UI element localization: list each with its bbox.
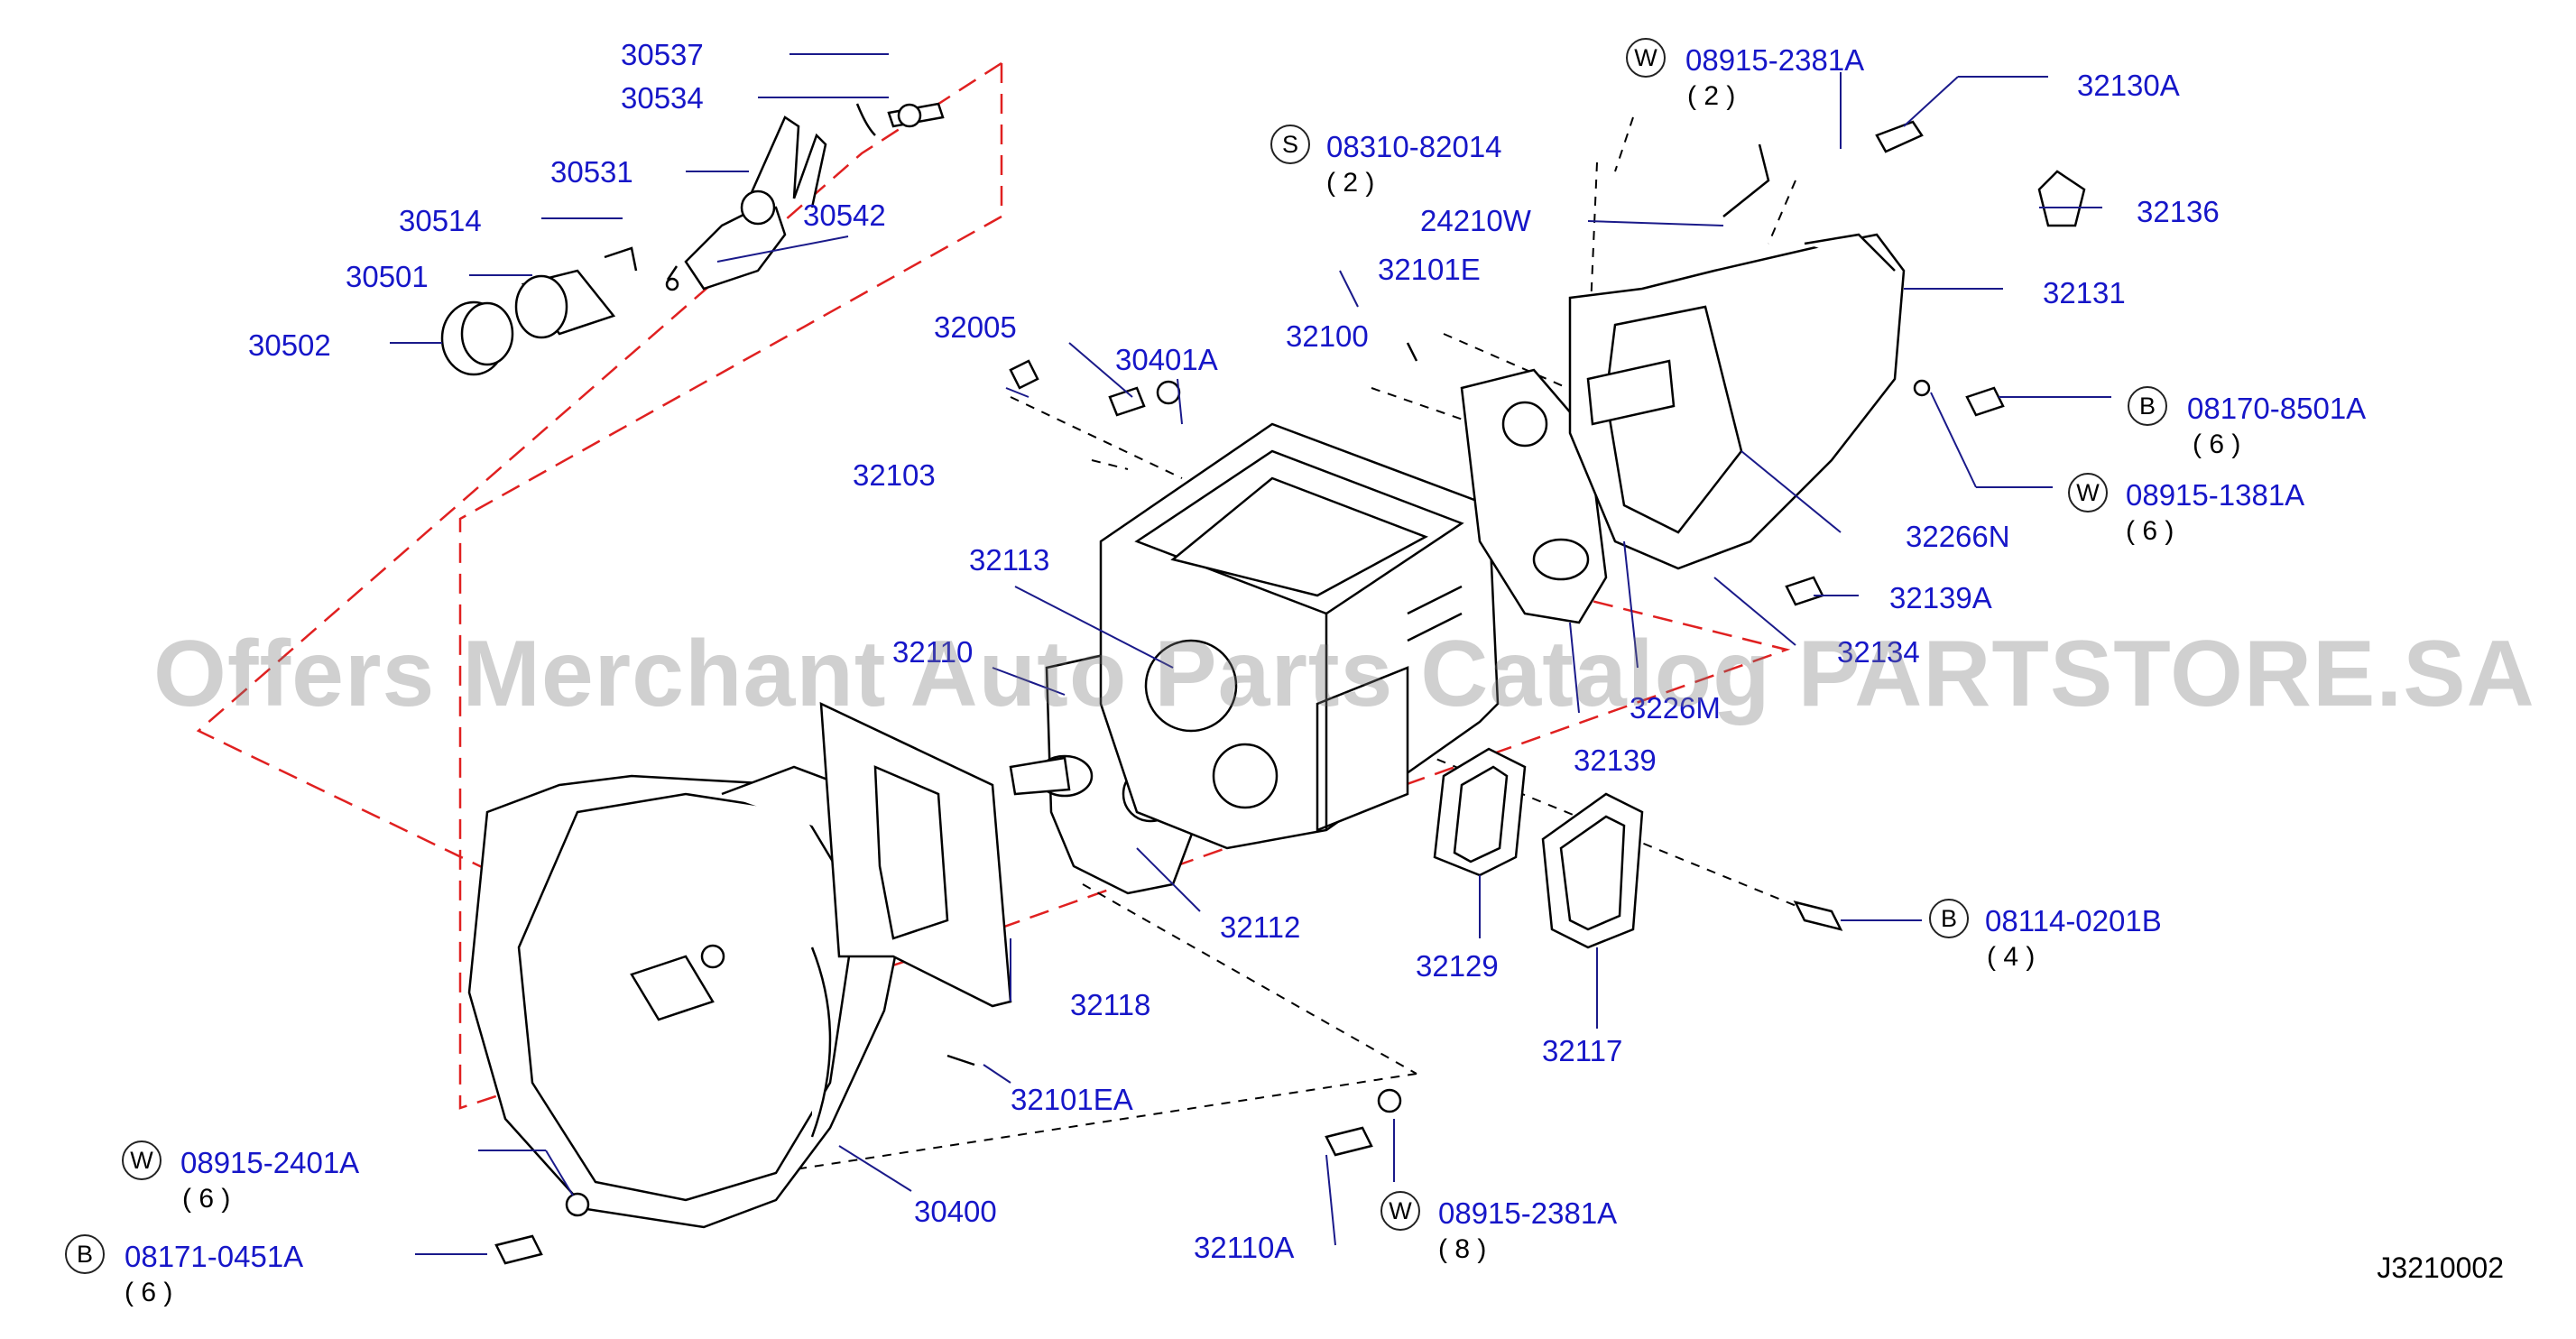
fastener-badge-w4: W xyxy=(1380,1191,1420,1231)
fastener-badge-w2: W xyxy=(2068,473,2108,513)
fastener-number-w2: 08915-1381A xyxy=(2126,478,2305,512)
fastener-number-b1: 08170-8501A xyxy=(2187,392,2367,425)
clutch-release-parts xyxy=(440,102,945,376)
label-32100: 32100 xyxy=(1286,319,1369,353)
label-32129: 32129 xyxy=(1416,949,1499,983)
adapter-plate xyxy=(819,701,1012,1067)
label-32136: 32136 xyxy=(2137,195,2220,228)
diagram-code: J3210002 xyxy=(2377,1251,2504,1284)
fastener-qty-b1: ( 6 ) xyxy=(2193,429,2241,459)
fastener-qty-b3: ( 6 ) xyxy=(125,1278,173,1307)
fastener-qty-s1: ( 2 ) xyxy=(1326,168,1375,198)
label-30514: 30514 xyxy=(399,204,482,237)
label-30537: 30537 xyxy=(621,38,704,71)
label-32101ea: 32101EA xyxy=(1011,1083,1133,1116)
bottom-covers xyxy=(1433,747,1644,949)
fasteners-art xyxy=(494,120,2086,1265)
label-32139: 32139 xyxy=(1574,743,1657,777)
fastener-qty-b2: ( 4 ) xyxy=(1987,942,2036,972)
label-30534: 30534 xyxy=(621,81,704,115)
fastener-badge-b1: B xyxy=(2128,386,2167,426)
label-30502: 30502 xyxy=(248,328,331,362)
label-32101e: 32101E xyxy=(1378,253,1481,286)
label-3226m: 3226M xyxy=(1630,691,1721,725)
leader-lines xyxy=(390,53,2111,1255)
watermark: Offers Merchant Auto Parts Catalog PARTS… xyxy=(153,622,2535,726)
fastener-qty-w3: ( 6 ) xyxy=(182,1184,231,1214)
label-30542: 30542 xyxy=(803,199,886,232)
label-32134: 32134 xyxy=(1837,635,1920,669)
fastener-badge-b2: B xyxy=(1929,899,1969,938)
label-30400: 30400 xyxy=(914,1195,997,1228)
rear-extension-housing xyxy=(1568,233,1906,570)
fastener-qty-w1: ( 2 ) xyxy=(1687,81,1736,111)
label-32117: 32117 xyxy=(1542,1034,1623,1067)
transmission-case xyxy=(1099,422,1500,850)
label-30501: 30501 xyxy=(346,260,429,293)
label-32131: 32131 xyxy=(2043,276,2126,309)
label-24210w: 24210W xyxy=(1420,204,1531,237)
fastener-qty-w4: ( 8 ) xyxy=(1438,1234,1487,1264)
fastener-badge-w3: W xyxy=(122,1140,162,1180)
label-32139a: 32139A xyxy=(1889,581,1992,614)
fastener-number-b2: 08114-0201B xyxy=(1985,904,2162,937)
fastener-qty-w2: ( 6 ) xyxy=(2126,516,2174,546)
label-32113: 32113 xyxy=(969,543,1050,577)
label-32103: 32103 xyxy=(853,458,936,492)
fastener-number-w3: 08915-2401A xyxy=(180,1146,360,1179)
fastener-badge-s1: S xyxy=(1270,125,1310,164)
label-32130a: 32130A xyxy=(2077,69,2180,102)
fastener-badge-b3: B xyxy=(65,1234,105,1274)
fastener-number-b3: 08171-0451A xyxy=(125,1240,304,1273)
fastener-number-s1: 08310-82014 xyxy=(1326,130,1502,163)
label-32110: 32110 xyxy=(892,635,974,669)
label-30401a: 30401A xyxy=(1115,343,1218,376)
label-32005: 32005 xyxy=(934,310,1017,344)
bell-housing xyxy=(467,765,904,1229)
label-30531: 30531 xyxy=(550,155,633,189)
fastener-badge-w1: W xyxy=(1626,38,1666,78)
label-32266n: 32266N xyxy=(1906,520,2010,553)
fastener-number-w4: 08915-2381A xyxy=(1438,1196,1618,1230)
label-32118: 32118 xyxy=(1070,988,1151,1021)
label-32110a: 32110A xyxy=(1194,1231,1295,1264)
fastener-number-w1: 08915-2381A xyxy=(1685,43,1865,77)
label-32112: 32112 xyxy=(1220,910,1301,944)
